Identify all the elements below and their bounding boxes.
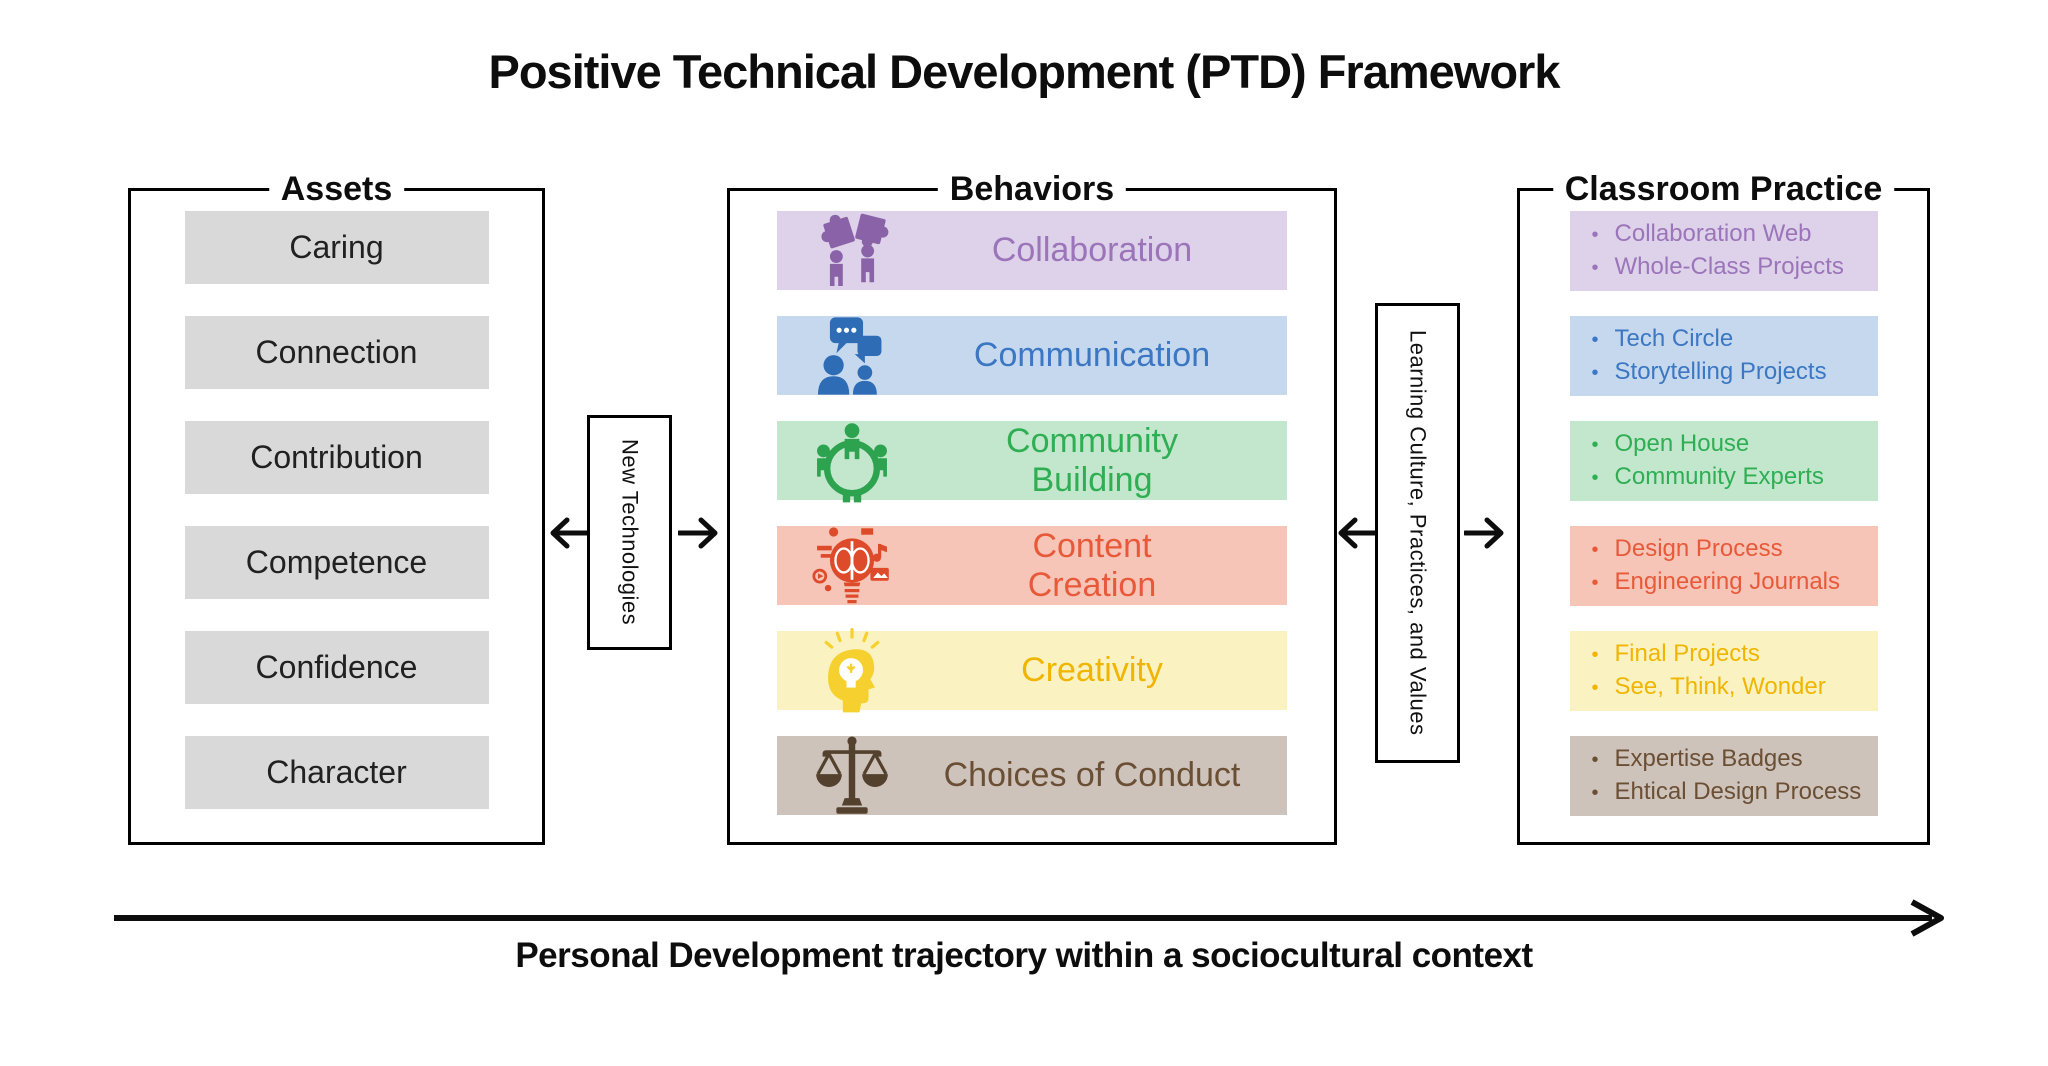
creativity-icon (777, 627, 927, 712)
bullet-icon: • (1591, 677, 1599, 699)
asset-item-connection: Connection (184, 316, 489, 389)
bullet-text: Whole-Class Projects (1614, 253, 1844, 280)
classroom-row-collaboration: • Collaboration Web • Whole-Class Projects (1569, 211, 1878, 291)
assets-rows: Caring Connection Contribution Competenc… (131, 191, 542, 809)
left-arrow-icon (546, 515, 590, 551)
bullet-item: • Tech Circle (1592, 323, 1878, 356)
behavior-label: Choices of Conduct (943, 756, 1241, 795)
bullet-icon: • (1591, 362, 1599, 384)
asset-item-label: Confidence (255, 649, 418, 685)
classroom-row-content-creation: • Design Process • Engineering Journals (1569, 526, 1878, 606)
behavior-row-creativity: Creativity (777, 627, 1287, 712)
bullet-icon: • (1591, 467, 1599, 489)
bullet-text: Expertise Badges (1614, 745, 1803, 772)
trajectory-label: Personal Development trajectory within a… (515, 936, 1533, 975)
bullet-text: Collaboration Web (1614, 220, 1812, 247)
bullet-icon: • (1591, 257, 1599, 279)
classroom-panel-legend: Classroom Practice (1552, 167, 1895, 211)
behavior-label: Collaboration (991, 231, 1193, 270)
behavior-row-community-building: Community Building (777, 421, 1287, 502)
classroom-row-communication: • Tech Circle • Storytelling Projects (1569, 316, 1878, 396)
bullet-item: • Whole-Class Projects (1592, 251, 1878, 284)
new-technologies-box: New Technologies (587, 415, 672, 650)
communication-icon (777, 316, 927, 395)
classroom-row-community-building: • Open House • Community Experts (1569, 421, 1878, 501)
behavior-label: Creativity (1021, 651, 1163, 690)
asset-item-confidence: Confidence (184, 631, 489, 704)
bullet-item: • Open House (1592, 428, 1878, 461)
asset-item-label: Contribution (250, 439, 423, 475)
bullet-icon: • (1591, 434, 1599, 456)
bullet-icon: • (1591, 329, 1599, 351)
bullet-text: See, Think, Wonder (1614, 673, 1826, 700)
behaviors-rows: Collaboration Communication (730, 191, 1334, 815)
classroom-rows: • Collaboration Web • Whole-Class Projects… (1520, 191, 1927, 816)
assets-panel-legend: Assets (268, 167, 405, 211)
bullet-text: Storytelling Projects (1614, 358, 1827, 385)
bullet-item: • See, Think, Wonder (1592, 671, 1878, 704)
asset-item-label: Character (266, 754, 407, 790)
assets-panel: Assets Caring Connection Contribution Co… (128, 167, 545, 845)
trajectory-arrow (112, 897, 1948, 944)
left-arrow-icon (1334, 515, 1378, 551)
community-building-icon (777, 421, 927, 502)
learning-culture-box: Learning Culture, Practices, and Values (1375, 303, 1460, 763)
behavior-row-choices-of-conduct: Choices of Conduct (777, 735, 1287, 815)
asset-item-label: Caring (289, 229, 384, 265)
bullet-item: • Collaboration Web (1592, 218, 1878, 251)
behavior-row-content-creation: Content Creation (777, 526, 1287, 605)
bullet-icon: • (1591, 224, 1599, 246)
right-arrow-icon (1464, 515, 1508, 551)
behavior-row-collaboration: Collaboration (777, 211, 1287, 290)
asset-item-character: Character (184, 736, 489, 809)
behaviors-panel: Behaviors Collaboration (727, 167, 1337, 845)
asset-item-caring: Caring (184, 211, 489, 284)
bullet-text: Tech Circle (1614, 325, 1734, 352)
right-arrow-icon (678, 515, 722, 551)
asset-item-contribution: Contribution (184, 421, 489, 494)
bullet-text: Ehtical Design Process (1614, 778, 1862, 805)
bullet-text: Design Process (1614, 535, 1783, 562)
behavior-row-communication: Communication (777, 316, 1287, 395)
bullet-text: Final Projects (1614, 640, 1760, 667)
bullet-item: • Community Experts (1592, 461, 1878, 494)
bullet-item: • Design Process (1592, 533, 1878, 566)
bullet-icon: • (1591, 782, 1599, 804)
asset-item-label: Competence (245, 544, 428, 580)
bullet-text: Engineering Journals (1614, 568, 1840, 595)
bullet-item: • Engineering Journals (1592, 566, 1878, 599)
bullet-icon: • (1591, 539, 1599, 561)
bullet-icon: • (1591, 644, 1599, 666)
bullet-text: Community Experts (1614, 463, 1824, 490)
learning-culture-label: Learning Culture, Practices, and Values (1405, 330, 1431, 736)
classroom-row-choices-of-conduct: • Expertise Badges • Ehtical Design Proces… (1569, 736, 1878, 816)
page-title: Positive Technical Development (PTD) Fra… (488, 45, 1561, 98)
scales-of-justice-icon (777, 735, 927, 815)
behaviors-panel-legend: Behaviors (937, 167, 1127, 211)
behavior-label: Content Creation (1027, 527, 1157, 604)
collaboration-icon (777, 211, 927, 290)
classroom-row-creativity: • Final Projects • See, Think, Wonder (1569, 631, 1878, 711)
behavior-label: Community Building (1006, 422, 1178, 499)
bullet-icon: • (1591, 572, 1599, 594)
bullet-text: Open House (1614, 430, 1750, 457)
asset-item-label: Connection (255, 334, 418, 370)
asset-item-competence: Competence (184, 526, 489, 599)
classroom-practice-panel: Classroom Practice • Collaboration Web • W… (1517, 167, 1930, 845)
bullet-item: • Expertise Badges (1592, 743, 1878, 776)
bullet-item: • Final Projects (1592, 638, 1878, 671)
content-creation-icon (777, 526, 927, 605)
bullet-item: • Storytelling Projects (1592, 356, 1878, 389)
bullet-icon: • (1591, 749, 1599, 771)
bullet-item: • Ehtical Design Process (1592, 776, 1878, 809)
behavior-label: Communication (973, 336, 1211, 375)
new-technologies-label: New Technologies (617, 439, 643, 626)
